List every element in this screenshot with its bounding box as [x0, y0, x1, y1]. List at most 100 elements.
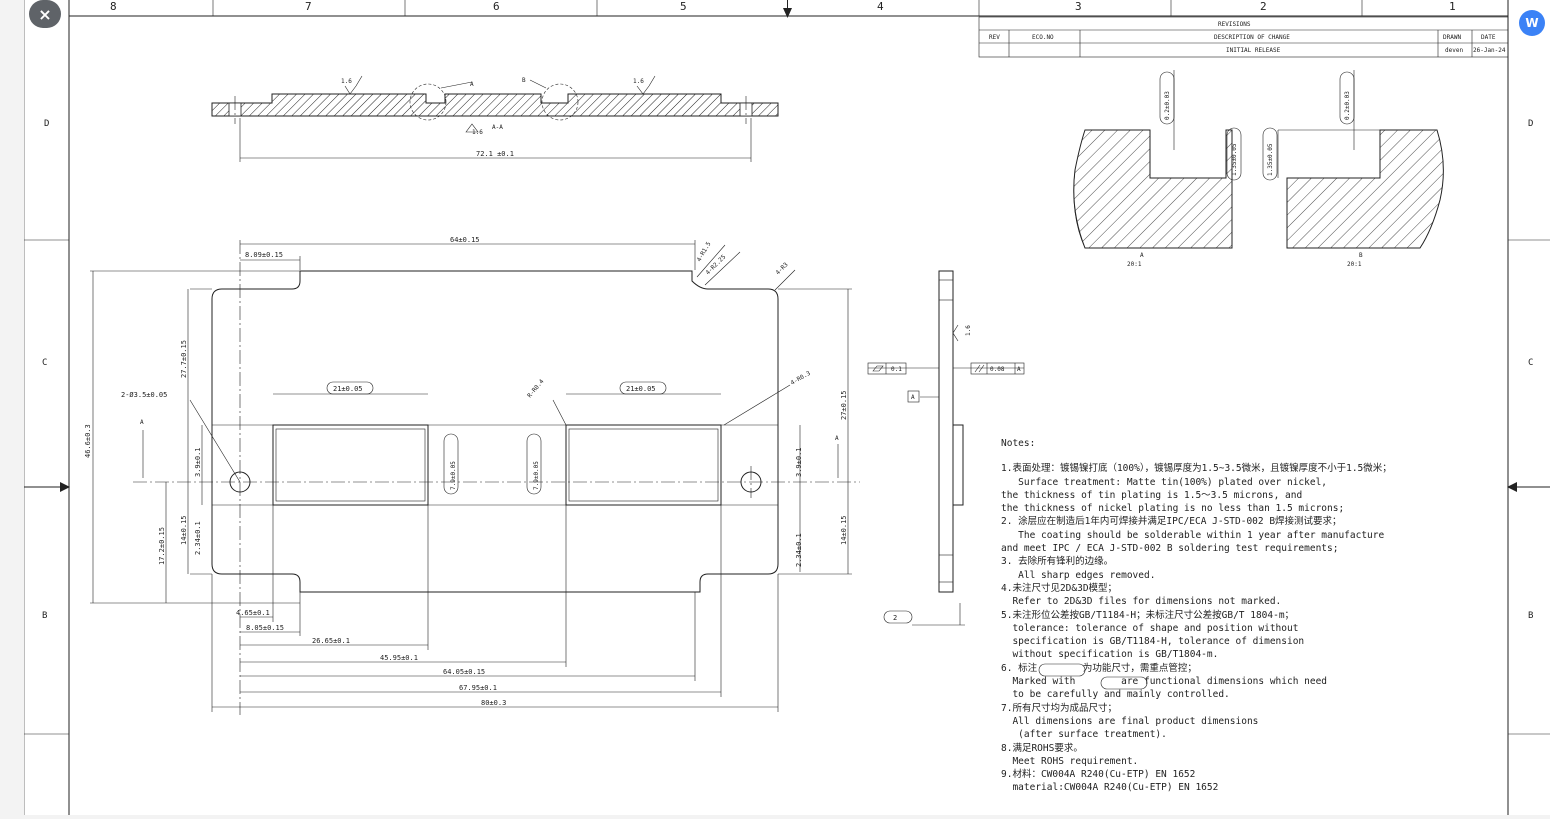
section-length-dim: 72.1 ±0.1 — [476, 150, 514, 158]
plan-dim-width-64: 64±0.15 — [450, 236, 480, 244]
zone-col-7: 7 — [305, 0, 312, 13]
detail-b-scale: 20:1 — [1347, 261, 1362, 268]
note-line: 2. 涂层应在制造后1年内可焊接并满足IPC/ECA J-STD-002 B焊接… — [1001, 516, 1342, 528]
zone-col-8: 8 — [110, 0, 117, 13]
section-detail-b-tag: B — [522, 77, 526, 84]
plan-dim-27-7: 27.7±0.15 — [180, 340, 188, 378]
note-line: to be carefully and mainly controlled. — [1001, 689, 1230, 701]
note-line: 6. 标注 为功能尺寸，需重点管控； — [1001, 662, 1197, 674]
plan-dim-r0-4: R-R0.4 — [526, 378, 546, 399]
detail-b-height: 1.35±0.05 — [1267, 143, 1274, 176]
note-line: specification is GB/T1184-H, tolerance o… — [1001, 636, 1305, 648]
notes-block: Notes: 1.表面处理：镀锡镍打底（100%），镀锡厚度为1.5~3.5微米… — [1001, 437, 1501, 795]
zone-row-b-left: B — [42, 611, 47, 621]
note-line: All sharp edges removed. — [1001, 569, 1156, 581]
plan-dim-2-34-right: 2.34±0.1 — [795, 533, 803, 567]
zone-col-3: 3 — [1075, 0, 1082, 13]
notes-title: Notes: — [1001, 438, 1036, 449]
note-line: 8.满足ROHS要求。 — [1001, 742, 1083, 754]
close-button[interactable]: × — [29, 0, 61, 28]
note-line: Refer to 2D&3D files for dimensions not … — [1001, 596, 1282, 608]
detail-a-label: A — [1140, 252, 1144, 259]
desc-header: DESCRIPTION OF CHANGE — [1214, 34, 1290, 41]
side-flatness-value: 0.1 — [891, 366, 902, 373]
note-line: All dimensions are final product dimensi… — [1001, 715, 1259, 727]
functional-marker-cn — [1038, 663, 1086, 677]
detail-a-scale: 20:1 — [1127, 261, 1142, 268]
plan-dim-64-05: 64.05±0.15 — [443, 668, 485, 676]
plan-dim-46-6: 46.6±0.3 — [84, 424, 92, 458]
note-line: Meet ROHS requirement. — [1001, 755, 1139, 767]
zone-row-c-right: C — [1528, 358, 1533, 368]
plan-dim-26-65: 26.65±0.1 — [312, 637, 350, 645]
plan-dim-r3: 4-R3 — [774, 261, 789, 276]
plan-dim-27: 27±0.15 — [840, 390, 848, 420]
section-roughness-right: 1.6 — [633, 78, 644, 85]
plan-dim-45-95: 45.95±0.1 — [380, 654, 418, 662]
plan-dim-14-left: 14±0.15 — [180, 515, 188, 545]
side-parallelism-datum: A — [1017, 366, 1021, 373]
side-view: 1.6 0.1 0.08 A A 2 — [867, 270, 1025, 626]
plan-dim-80: 80±0.3 — [481, 699, 506, 707]
plan-dim-3-9-right: 3.9±0.1 — [795, 447, 803, 477]
drawn-header: DRAWN — [1443, 34, 1461, 41]
rev-header: REV — [989, 34, 1000, 41]
notes-lines: 1.表面处理：镀锡镍打底（100%），镀锡厚度为1.5~3.5微米，且镀镍厚度不… — [1001, 462, 1501, 794]
zone-col-2: 2 — [1260, 0, 1267, 13]
drawing-sheet: 8 7 6 5 4 3 2 1 D C B D C B REVISIONS RE… — [23, 0, 1550, 815]
revisions-title: REVISIONS — [1218, 21, 1251, 28]
plan-dim-window-right: 21±0.05 — [626, 385, 656, 393]
app-badge-letter: W — [1525, 16, 1539, 30]
revisions-table: REVISIONS REV ECO.NO DESCRIPTION OF CHAN… — [978, 16, 1509, 58]
note-line: without specification is GB/T1804-m. — [1001, 649, 1219, 661]
detail-b: 0.2±0.03 1.35±0.05 B 20:1 — [1262, 70, 1444, 268]
note-line: 5.未注形位公差按GB/T1184-H；未标注尺寸公差按GB/T 1804-m； — [1001, 609, 1295, 621]
section-detail-a-tag: A — [470, 81, 474, 88]
plan-dim-14-right: 14±0.15 — [840, 515, 848, 545]
note-line: 7.所有尺寸均为成品尺寸； — [1001, 702, 1117, 714]
zone-row-d-right: D — [1528, 119, 1533, 129]
note-line: (after surface treatment). — [1001, 729, 1167, 741]
plan-dim-2-34-left: 2.34±0.1 — [194, 521, 202, 555]
plan-dim-r0-3: 4-R0.3 — [790, 370, 813, 387]
zone-row-c-left: C — [42, 358, 47, 368]
drawing-canvas: 8 7 6 5 4 3 2 1 D C B D C B REVISIONS RE… — [23, 0, 1550, 815]
section-roughness-left: 1.6 — [341, 78, 352, 85]
plan-dim-4-65: 4.65±0.1 — [236, 609, 270, 617]
note-line: 1.表面处理：镀锡镍打底（100%），镀锡厚度为1.5~3.5微米，且镀镍厚度不… — [1001, 463, 1392, 475]
detail-a-depth: 0.2±0.03 — [1164, 91, 1171, 120]
section-view: 1.6 1.6 1.6 A B A-A 72.1 ±0.1 — [211, 75, 779, 162]
zone-col-4: 4 — [877, 0, 884, 13]
note-line: and meet IPC / ECA J-STD-002 B soldering… — [1001, 543, 1339, 555]
zone-col-6: 6 — [493, 0, 500, 13]
plan-view: 64±0.15 8.09±0.15 4-R1.5 4-R2.25 4-R3 2-… — [84, 236, 860, 715]
plan-dim-3-9-left: 3.9±0.1 — [194, 447, 202, 477]
plan-dim-17-2: 17.2±0.15 — [158, 527, 166, 565]
note-line: the thickness of nickel plating is no le… — [1001, 503, 1345, 515]
note-line: material:CW004A R240(Cu-ETP) EN 1652 — [1001, 782, 1219, 794]
date-header: DATE — [1481, 34, 1496, 41]
side-thickness-dim: 2 — [893, 614, 897, 622]
note-line: The coating should be solderable within … — [1001, 529, 1385, 541]
note-line: 4.未注尺寸见2D&3D模型； — [1001, 582, 1118, 594]
detail-a-height: 1.35±0.05 — [1231, 143, 1238, 176]
detail-b-label: B — [1359, 252, 1363, 259]
plan-dim-hole-dia: 2-Ø3.5±0.05 — [121, 391, 167, 399]
note-line: Marked with are functional dimensions wh… — [1001, 676, 1328, 688]
app-badge-icon[interactable]: W — [1519, 10, 1545, 36]
note-line: the thickness of tin plating is 1.5～3.5 … — [1001, 489, 1303, 501]
note-line: Surface treatment: Matte tin(100%) plate… — [1001, 476, 1328, 488]
zone-row-d-left: D — [44, 119, 49, 129]
detail-a: 0.2±0.03 1.35±0.05 A 20:1 — [1073, 70, 1242, 268]
plan-dim-r1-5: 4-R1.5 — [696, 240, 713, 263]
plan-datum-a-right: A — [835, 435, 839, 442]
note-line: 3. 去除所有锋利的边缘。 — [1001, 556, 1114, 568]
section-roughness-bottom: 1.6 — [472, 129, 483, 136]
rev-desc: INITIAL RELEASE — [1226, 47, 1281, 54]
rev-drawn: deven — [1445, 47, 1463, 54]
plan-dim-8-09: 8.09±0.15 — [245, 251, 283, 259]
side-parallelism-value: 0.08 — [990, 366, 1005, 373]
close-icon[interactable]: × — [38, 4, 52, 24]
plan-datum-a-left: A — [140, 419, 144, 426]
side-roughness: 1.6 — [965, 325, 972, 336]
